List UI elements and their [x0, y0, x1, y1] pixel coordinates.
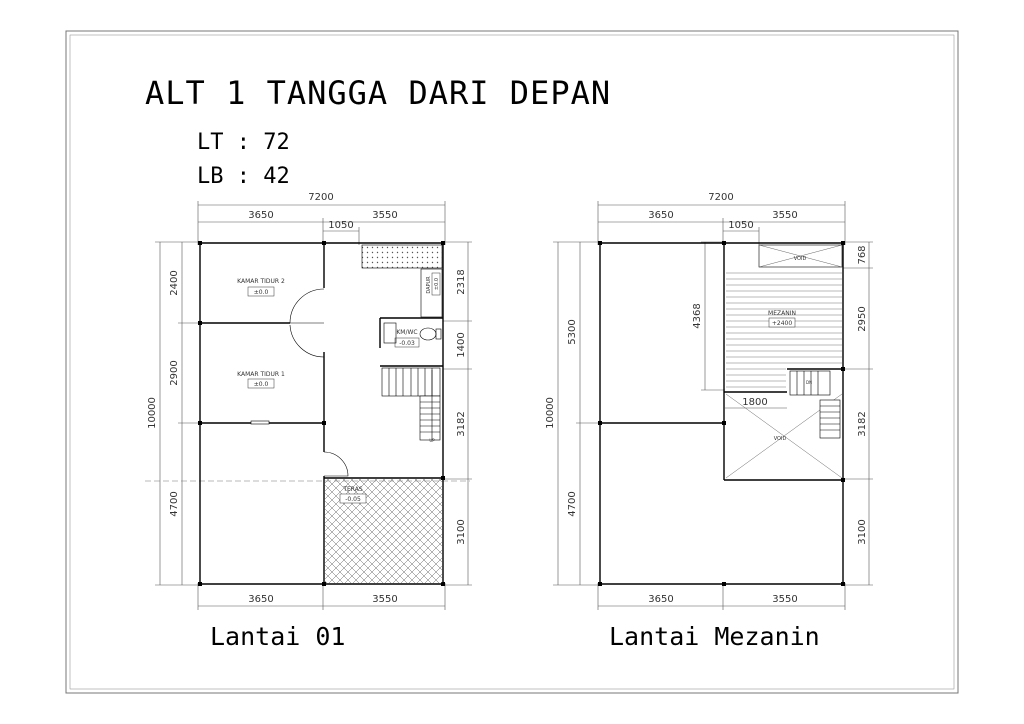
room-label-void-main: VOID	[774, 436, 787, 442]
mez-dim-total-depth: 10000	[545, 397, 556, 429]
bathroom-fixtures	[383, 322, 442, 344]
room-level-kamar-tidur-1: ±0.0	[254, 381, 269, 388]
ground-dim-right-b: 1400	[456, 332, 467, 357]
ground-stairs	[381, 367, 441, 441]
page-title: ALT 1 TANGGA DARI DEPAN	[145, 74, 612, 112]
mez-dim-total-width: 7200	[708, 192, 733, 203]
ground-doors	[250, 288, 349, 477]
room-level-box-mezanin	[768, 317, 796, 328]
mez-dim-depth-c: 4700	[567, 491, 578, 516]
room-level-dapur: ±0.0	[434, 278, 440, 290]
room-level-teras: -0.05	[345, 496, 361, 503]
building-area-label: LB : 42	[197, 164, 290, 189]
ground-floor-title: Lantai 01	[210, 622, 346, 651]
room-level-box-kamar-1	[247, 378, 275, 389]
ground-bottom-dimensions	[197, 583, 446, 610]
mez-dim-right-b: 2950	[857, 306, 868, 331]
room-label-kamar-tidur-2: KAMAR TIDUR 2	[237, 278, 285, 285]
mez-dim-depth-a: 5300	[567, 319, 578, 344]
ground-dim-left-width: 3650	[248, 210, 273, 221]
room-label-teras: TERAS	[342, 486, 362, 493]
mez-dim-bottom-right: 3550	[772, 594, 797, 605]
ground-dim-right-width: 3550	[372, 210, 397, 221]
mez-dim-bottom-left: 3650	[648, 594, 673, 605]
mez-dim-right-d: 3100	[857, 519, 868, 544]
stair-down-label: DN	[806, 380, 812, 385]
room-level-box-kmwc	[394, 337, 420, 348]
ground-dim-right-d: 3100	[456, 519, 467, 544]
ground-dim-depth-a: 2400	[169, 270, 180, 295]
kitchen-sink	[420, 268, 443, 318]
mez-dim-left-width: 3650	[648, 210, 673, 221]
ground-dim-right-a: 2318	[456, 269, 467, 294]
room-level-mezanin: +2400	[772, 320, 792, 327]
mez-right-dimensions	[843, 241, 873, 586]
mez-columns	[598, 241, 845, 586]
ground-floor-plan	[145, 201, 472, 610]
room-level-kmwc: -0.03	[399, 340, 415, 347]
room-label-void-top: VOID	[794, 256, 807, 262]
ground-dim-depth-c: 4700	[169, 491, 180, 516]
room-level-box-teras	[339, 493, 367, 504]
kitchen-counter	[361, 244, 443, 269]
room-label-dapur: DAPUR	[426, 276, 432, 294]
mez-dim-right-c: 3182	[857, 411, 868, 436]
ground-top-dimensions	[197, 201, 446, 245]
ground-walls	[199, 242, 444, 585]
mez-dim-right-width: 3550	[772, 210, 797, 221]
mez-dim-mezzanine-width: 1800	[742, 397, 767, 408]
room-label-mezanin: MEZANIN	[768, 310, 796, 317]
mez-dim-right-a: 768	[857, 245, 868, 264]
mez-top-dimensions	[597, 201, 846, 245]
ground-left-dimensions	[155, 241, 200, 586]
land-area-label: LT : 72	[197, 130, 290, 155]
void-top	[758, 244, 843, 268]
room-label-kmwc: KM/WC	[396, 329, 417, 336]
mez-walls	[599, 242, 844, 585]
ground-columns	[198, 241, 445, 586]
inner-border	[69, 34, 955, 690]
room-level-box-dapur	[431, 272, 441, 296]
ground-dim-depth-b: 2900	[169, 360, 180, 385]
stair-up-label: UP	[429, 438, 435, 443]
mezzanine-floor-title: Lantai Mezanin	[609, 622, 820, 651]
mezzanine-plan	[553, 201, 873, 610]
ground-dim-right-c: 3182	[456, 411, 467, 436]
mez-stairs	[789, 370, 841, 439]
ground-dim-bottom-left: 3650	[248, 594, 273, 605]
ground-right-dimensions	[443, 241, 472, 586]
room-level-box-kamar-2	[247, 286, 275, 297]
room-label-kamar-tidur-1: KAMAR TIDUR 1	[237, 371, 285, 378]
ground-dim-stair-width: 1050	[328, 220, 353, 231]
mezzanine-deck-left	[726, 368, 786, 391]
room-level-kamar-tidur-2: ±0.0	[254, 289, 269, 296]
ground-dim-total-depth: 10000	[147, 397, 158, 429]
ground-dim-total-width: 7200	[308, 192, 333, 203]
mez-bottom-dimensions	[597, 583, 846, 610]
mez-dim-mezzanine-depth: 4368	[692, 303, 703, 328]
mez-left-dimensions	[553, 241, 725, 586]
ground-dim-bottom-right: 3550	[372, 594, 397, 605]
outer-border	[65, 30, 959, 694]
mez-dim-stair-width: 1050	[728, 220, 753, 231]
